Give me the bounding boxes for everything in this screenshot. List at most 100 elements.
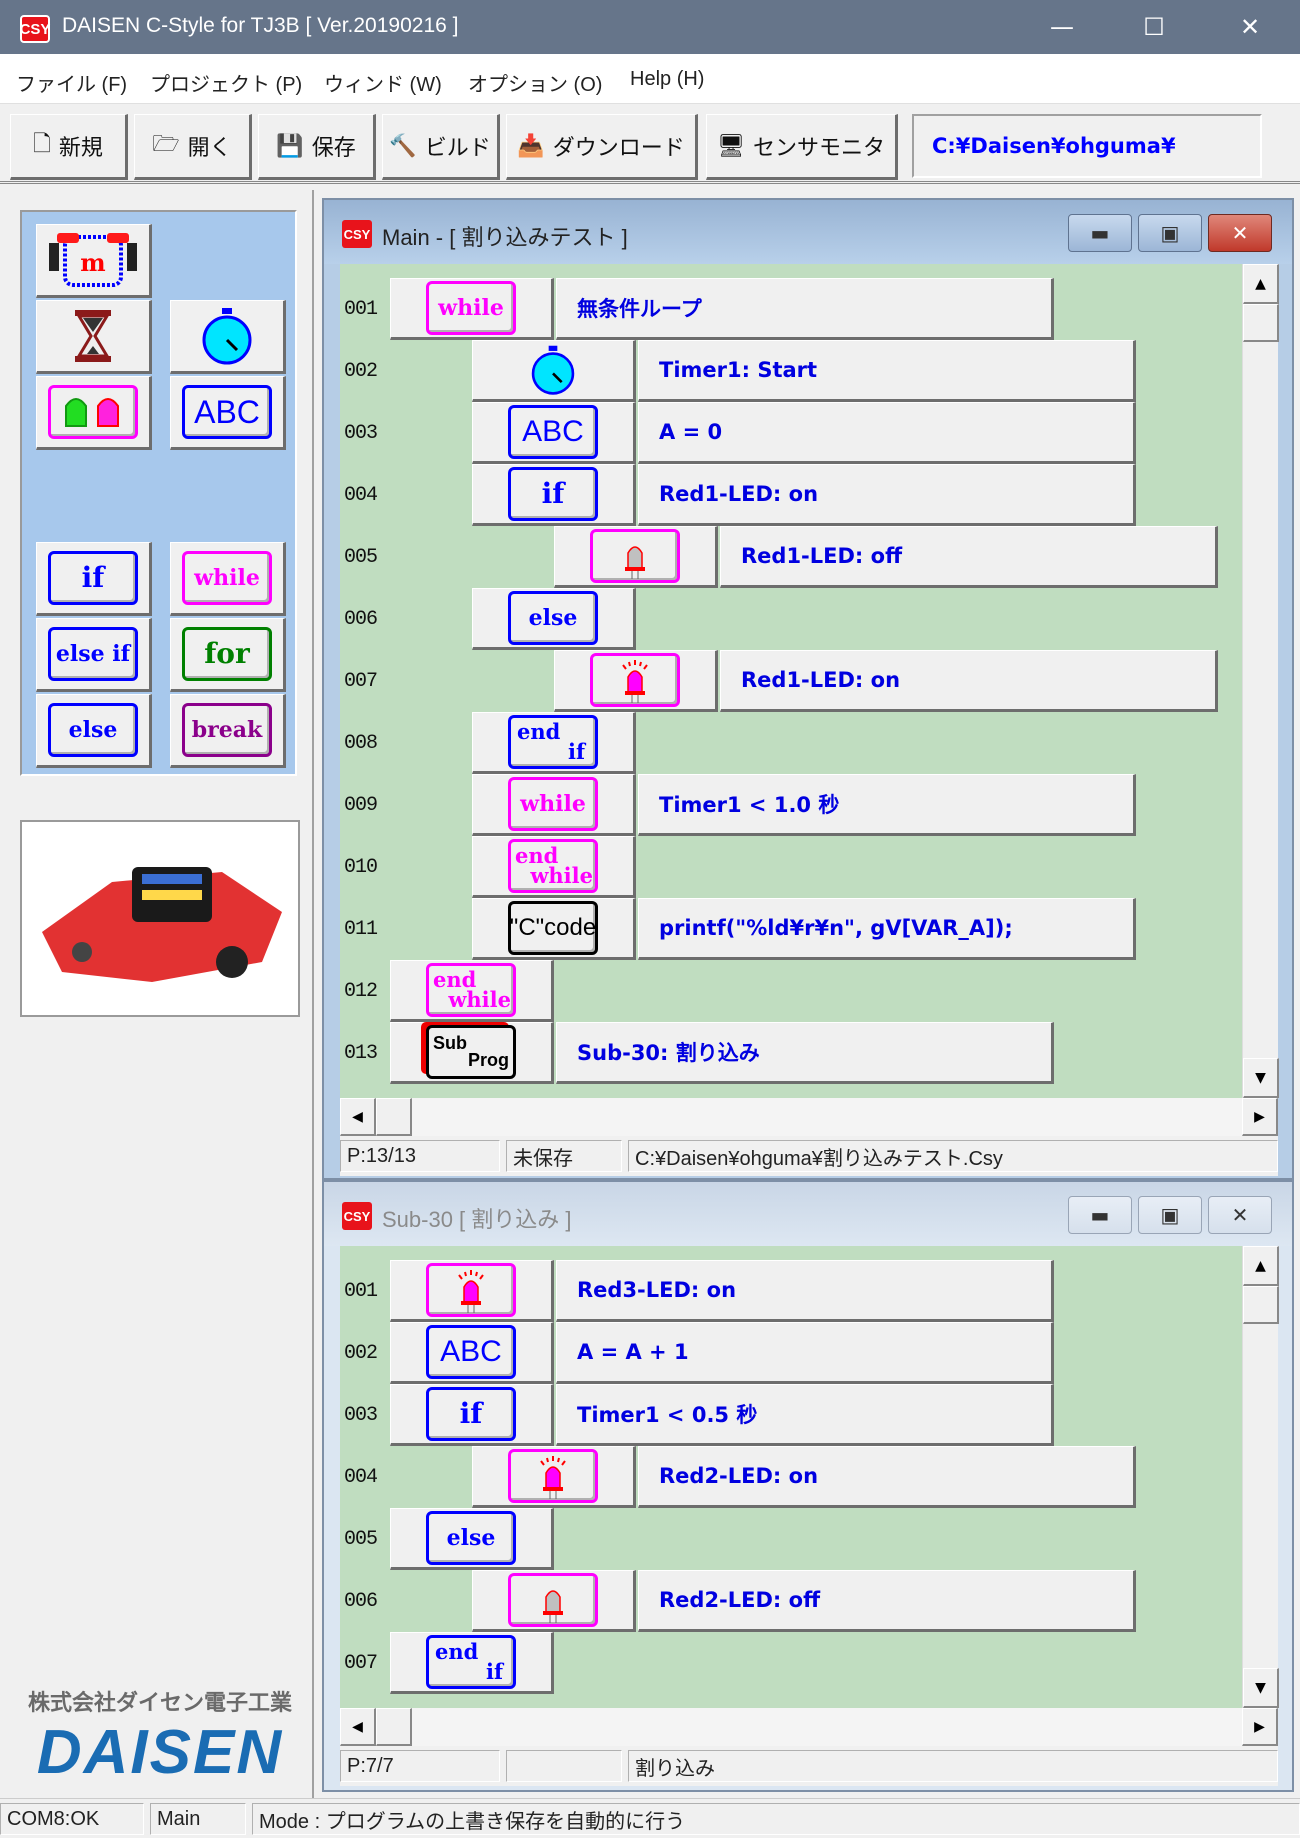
code-block[interactable]: if — [390, 1384, 554, 1446]
scroll-down-icon[interactable]: ▼ — [1243, 1668, 1279, 1708]
code-block[interactable] — [554, 526, 718, 588]
menu-window[interactable]: ウィンド (W) — [324, 74, 442, 96]
code-block-text[interactable]: Red1-LED: on — [638, 464, 1136, 526]
code-block[interactable]: if — [472, 464, 636, 526]
code-row[interactable]: 004 Red2-LED: on — [340, 1446, 1242, 1508]
code-block[interactable]: else — [472, 588, 636, 650]
new-button[interactable]: 🗋新規 — [10, 114, 128, 180]
palette-else-if[interactable]: else if — [36, 618, 152, 692]
code-block-text[interactable]: A = A + 1 — [556, 1322, 1054, 1384]
scroll-up-icon[interactable]: ▲ — [1243, 264, 1279, 304]
main-restore-button[interactable]: ▣ — [1138, 214, 1202, 252]
code-block-text[interactable]: Red1-LED: on — [720, 650, 1218, 712]
code-block-text[interactable]: A = 0 — [638, 402, 1136, 464]
scroll-thumb[interactable] — [1243, 304, 1279, 342]
code-block-text[interactable]: Sub-30: 割り込み — [556, 1022, 1054, 1084]
code-block-text[interactable]: Timer1 < 1.0 秒 — [638, 774, 1136, 836]
code-block-text[interactable]: Timer1 < 0.5 秒 — [556, 1384, 1054, 1446]
build-button[interactable]: 🔨ビルド — [382, 114, 500, 180]
code-row[interactable]: 006 Red2-LED: off — [340, 1570, 1242, 1632]
code-block[interactable] — [554, 650, 718, 712]
code-block-text[interactable]: Red3-LED: on — [556, 1260, 1054, 1322]
scroll-right-icon[interactable]: ▶ — [1242, 1098, 1278, 1136]
code-block[interactable]: while — [472, 774, 636, 836]
code-block-text[interactable]: Timer1: Start — [638, 340, 1136, 402]
main-horizontal-scrollbar[interactable]: ◀ ▶ — [340, 1098, 1278, 1136]
scroll-down-icon[interactable]: ▼ — [1243, 1058, 1279, 1098]
scroll-right-icon[interactable]: ▶ — [1242, 1708, 1278, 1746]
scroll-left-icon[interactable]: ◀ — [340, 1098, 376, 1136]
menu-project[interactable]: プロジェクト (P) — [150, 74, 303, 96]
code-block[interactable] — [472, 1570, 636, 1632]
sub-close-button[interactable]: ✕ — [1208, 1196, 1272, 1234]
hscroll-thumb[interactable] — [376, 1098, 412, 1136]
palette-led[interactable] — [36, 376, 152, 450]
main-close-button[interactable]: ✕ — [1208, 214, 1272, 252]
maximize-button[interactable]: ☐ — [1143, 13, 1165, 41]
palette-if[interactable]: if — [36, 542, 152, 616]
code-block-text[interactable]: printf("%ld¥r¥n", gV[VAR_A]); — [638, 898, 1136, 960]
menu-options[interactable]: オプション (O) — [468, 74, 603, 96]
main-minimize-button[interactable]: ▬ — [1068, 214, 1132, 252]
palette-while[interactable]: while — [170, 542, 286, 616]
code-row[interactable]: 005 Red1-LED: off — [340, 526, 1242, 588]
scroll-up-icon[interactable]: ▲ — [1243, 1246, 1279, 1286]
save-button[interactable]: 💾保存 — [258, 114, 376, 180]
palette-timer[interactable] — [170, 300, 286, 374]
code-block[interactable]: while — [390, 278, 554, 340]
download-button[interactable]: 📥ダウンロード — [506, 114, 698, 180]
sub-window-titlebar[interactable]: CSY Sub-30 [ 割り込み ] ▬ ▣ ✕ — [324, 1182, 1292, 1246]
menu-file[interactable]: ファイル (F) — [16, 74, 128, 96]
palette-variable[interactable]: ABC — [170, 376, 286, 450]
close-button[interactable]: ✕ — [1239, 13, 1261, 41]
sub-vertical-scrollbar[interactable]: ▲ ▼ — [1242, 1246, 1279, 1708]
code-block-text[interactable]: Red2-LED: off — [638, 1570, 1136, 1632]
code-block[interactable]: else — [390, 1508, 554, 1570]
code-block-text[interactable]: 無条件ループ — [556, 278, 1054, 340]
sub-restore-button[interactable]: ▣ — [1138, 1196, 1202, 1234]
code-block-text[interactable]: Red1-LED: off — [720, 526, 1218, 588]
palette-wait[interactable] — [36, 300, 152, 374]
open-button[interactable]: 🗁開く — [134, 114, 252, 180]
code-block[interactable] — [390, 1260, 554, 1322]
menu-help[interactable]: Help (H) — [630, 68, 705, 90]
scroll-thumb[interactable] — [1243, 1286, 1279, 1324]
palette-motor[interactable]: m — [36, 224, 152, 298]
palette-break[interactable]: break — [170, 694, 286, 768]
main-window-titlebar[interactable]: CSY Main - [ 割り込みテスト ] ▬ ▣ ✕ — [324, 200, 1292, 264]
code-block[interactable] — [472, 340, 636, 402]
code-block[interactable]: ABC — [472, 402, 636, 464]
code-row[interactable]: 001 Red3-LED: on — [340, 1260, 1242, 1322]
code-block-text[interactable]: Red2-LED: on — [638, 1446, 1136, 1508]
scroll-left-icon[interactable]: ◀ — [340, 1708, 376, 1746]
sensor-monitor-button[interactable]: 🖥センサモニタ — [706, 114, 898, 180]
palette-for[interactable]: for — [170, 618, 286, 692]
sub-horizontal-scrollbar[interactable]: ◀ ▶ — [340, 1708, 1278, 1746]
hscroll-thumb[interactable] — [376, 1708, 412, 1746]
code-block[interactable]: ABC — [390, 1322, 554, 1384]
code-block[interactable] — [472, 1446, 636, 1508]
minimize-button[interactable]: — — [1050, 13, 1074, 41]
code-row[interactable]: 007 Red1-LED: on — [340, 650, 1242, 712]
